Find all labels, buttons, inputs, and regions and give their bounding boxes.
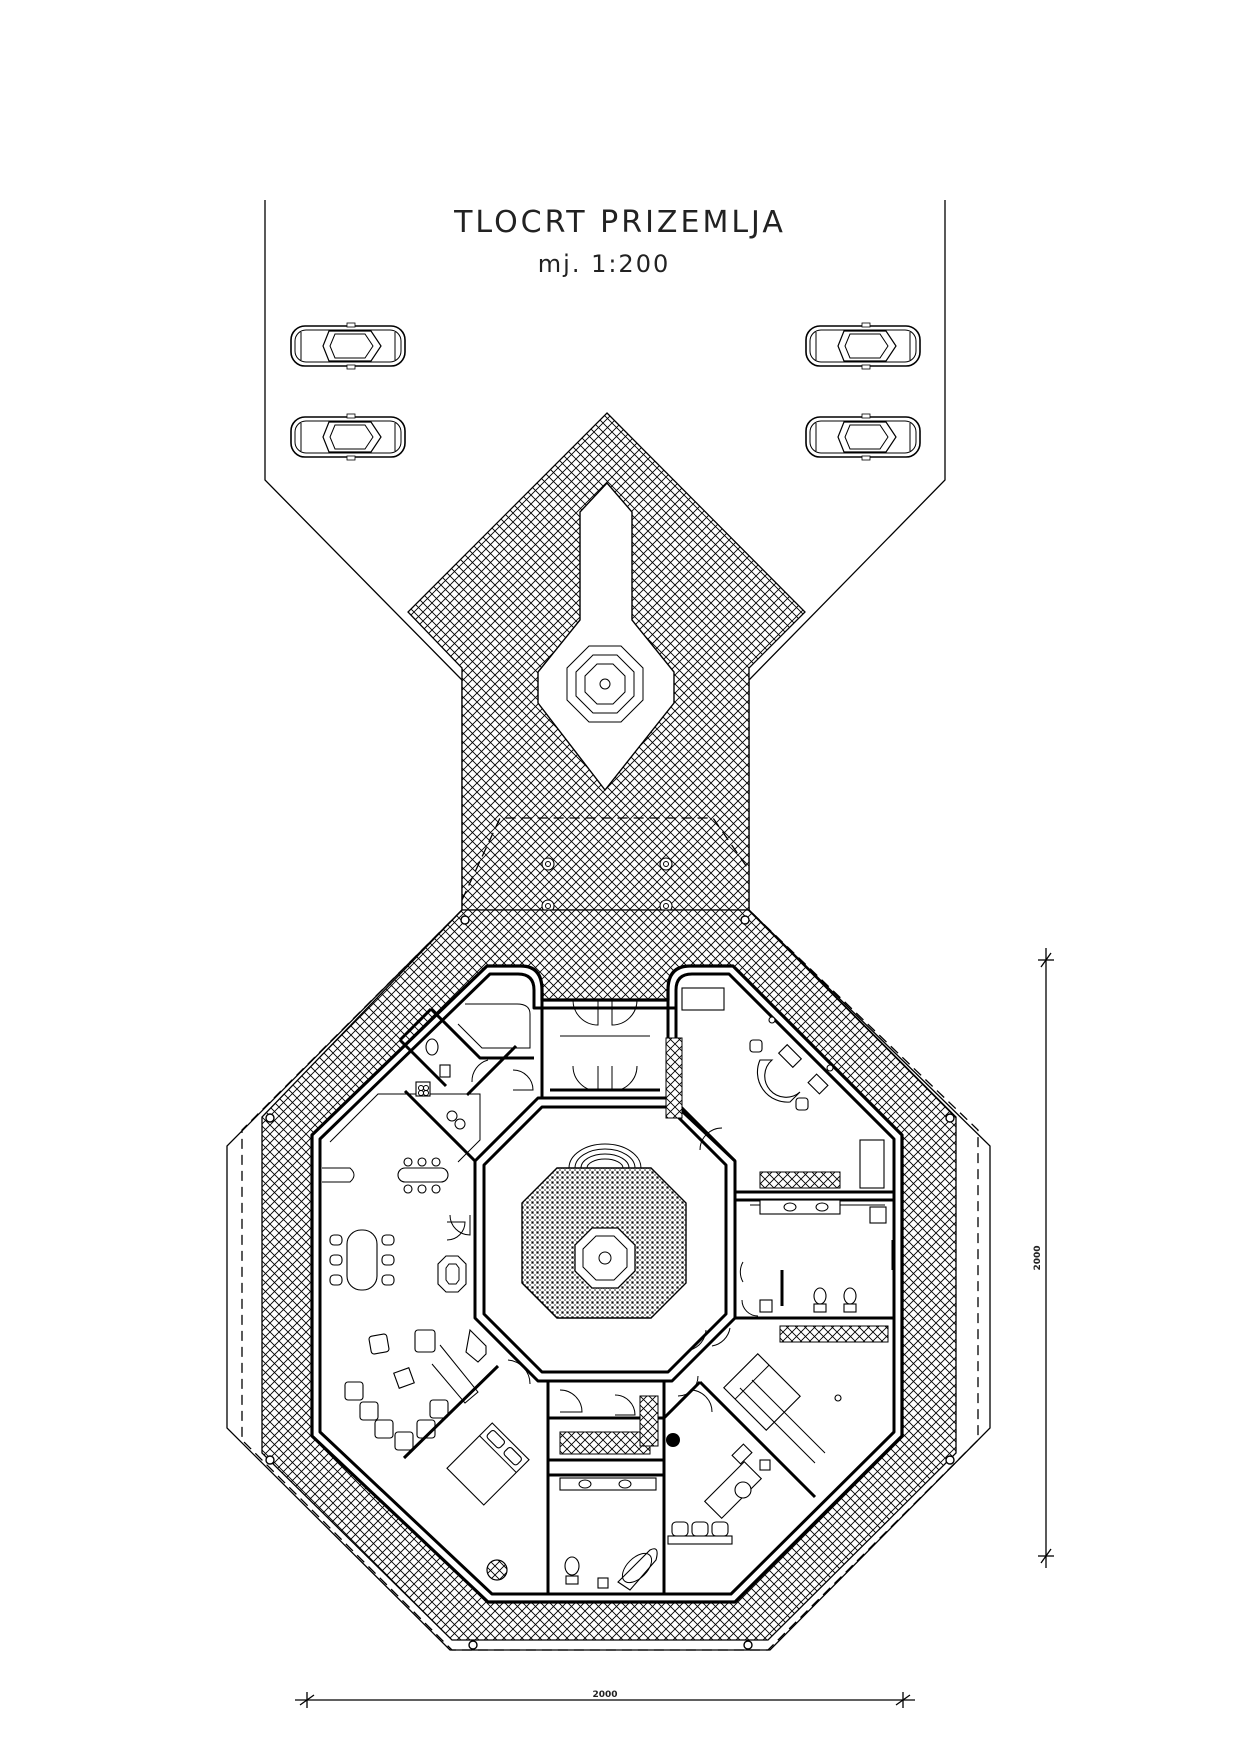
drawing-title: TLOCRT PRIZEMLJA <box>453 205 786 240</box>
plant-icon <box>486 1559 508 1581</box>
building <box>310 964 904 1604</box>
entrance-plaza <box>407 412 806 913</box>
fountain-island <box>537 481 675 792</box>
bathroom-right <box>735 1198 894 1317</box>
dimension-vertical: 2000 <box>1033 948 1054 1568</box>
wardrobe-room <box>429 1003 534 1097</box>
car-icon <box>290 322 406 370</box>
car-icon <box>805 322 921 370</box>
car-icon <box>805 413 921 461</box>
study-room <box>662 1375 817 1545</box>
living-kitchen <box>322 1081 487 1451</box>
dimension-label-vertical: 2000 <box>1033 1245 1043 1270</box>
bollard-icon <box>659 857 673 871</box>
drawing-scale: mj. 1:200 <box>538 250 670 278</box>
bathroom-bottom <box>548 1381 666 1594</box>
bedroom-2 <box>689 1316 894 1464</box>
office-room <box>665 987 894 1200</box>
title-block: TLOCRT PRIZEMLJA mj. 1:200 <box>453 205 786 278</box>
dimension-label-horizontal: 2000 <box>592 1690 617 1700</box>
bollard-icon <box>541 857 555 871</box>
fountain-icon <box>566 645 644 723</box>
fountain-icon <box>574 1227 636 1289</box>
car-icon <box>290 413 406 461</box>
bollard-group <box>541 857 673 913</box>
dimension-horizontal: 2000 <box>295 1690 915 1708</box>
wc-room <box>398 1007 451 1088</box>
